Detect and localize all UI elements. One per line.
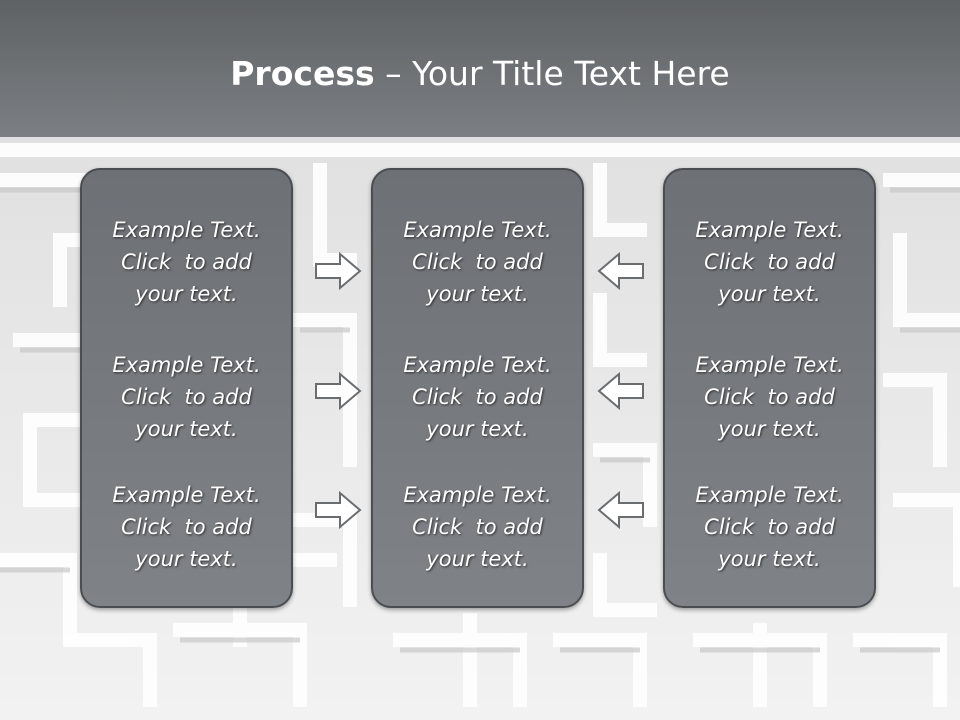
text-line: Click to add: [704, 385, 835, 409]
title-bar: Process – Your Title Text Here: [0, 0, 960, 137]
text-block[interactable]: Example Text. Click to add your text.: [373, 479, 582, 575]
arrow-left-icon: [597, 371, 644, 411]
text-line: your text.: [718, 547, 821, 571]
text-line: Example Text.: [112, 218, 261, 242]
text-line: Example Text.: [112, 483, 261, 507]
text-line: Click to add: [704, 515, 835, 539]
text-line: your text.: [426, 417, 529, 441]
text-block[interactable]: Example Text. Click to add your text.: [373, 349, 582, 445]
text-line: Click to add: [121, 385, 252, 409]
title-bold-text: Process: [230, 54, 375, 93]
text-line: Click to add: [121, 250, 252, 274]
text-line: Click to add: [704, 250, 835, 274]
text-line: your text.: [718, 417, 821, 441]
text-line: Click to add: [412, 250, 543, 274]
text-line: Example Text.: [695, 353, 844, 377]
text-line: Example Text.: [403, 353, 552, 377]
process-column-1[interactable]: Example Text. Click to add your text. Ex…: [80, 168, 293, 608]
text-line: Click to add: [121, 515, 252, 539]
process-column-2[interactable]: Example Text. Click to add your text. Ex…: [371, 168, 584, 608]
title-rest-text: – Your Title Text Here: [374, 54, 730, 93]
text-line: Example Text.: [403, 483, 552, 507]
text-block[interactable]: Example Text. Click to add your text.: [665, 214, 874, 310]
text-block[interactable]: Example Text. Click to add your text.: [665, 479, 874, 575]
text-block[interactable]: Example Text. Click to add your text.: [82, 479, 291, 575]
text-line: Example Text.: [403, 218, 552, 242]
text-line: your text.: [718, 282, 821, 306]
text-line: Click to add: [412, 385, 543, 409]
text-line: Example Text.: [695, 483, 844, 507]
text-block[interactable]: Example Text. Click to add your text.: [82, 214, 291, 310]
text-line: Example Text.: [112, 353, 261, 377]
arrow-left-icon: [597, 251, 644, 291]
text-block[interactable]: Example Text. Click to add your text.: [82, 349, 291, 445]
text-block[interactable]: Example Text. Click to add your text.: [373, 214, 582, 310]
arrow-left-icon: [597, 490, 644, 530]
text-block[interactable]: Example Text. Click to add your text.: [665, 349, 874, 445]
text-line: Example Text.: [695, 218, 844, 242]
text-line: your text.: [135, 547, 238, 571]
arrow-right-icon: [315, 251, 362, 291]
slide-title[interactable]: Process – Your Title Text Here: [0, 52, 960, 96]
text-line: your text.: [426, 282, 529, 306]
text-line: your text.: [135, 417, 238, 441]
arrow-right-icon: [315, 371, 362, 411]
arrow-right-icon: [315, 490, 362, 530]
text-line: your text.: [135, 282, 238, 306]
text-line: your text.: [426, 547, 529, 571]
process-column-3[interactable]: Example Text. Click to add your text. Ex…: [663, 168, 876, 608]
text-line: Click to add: [412, 515, 543, 539]
